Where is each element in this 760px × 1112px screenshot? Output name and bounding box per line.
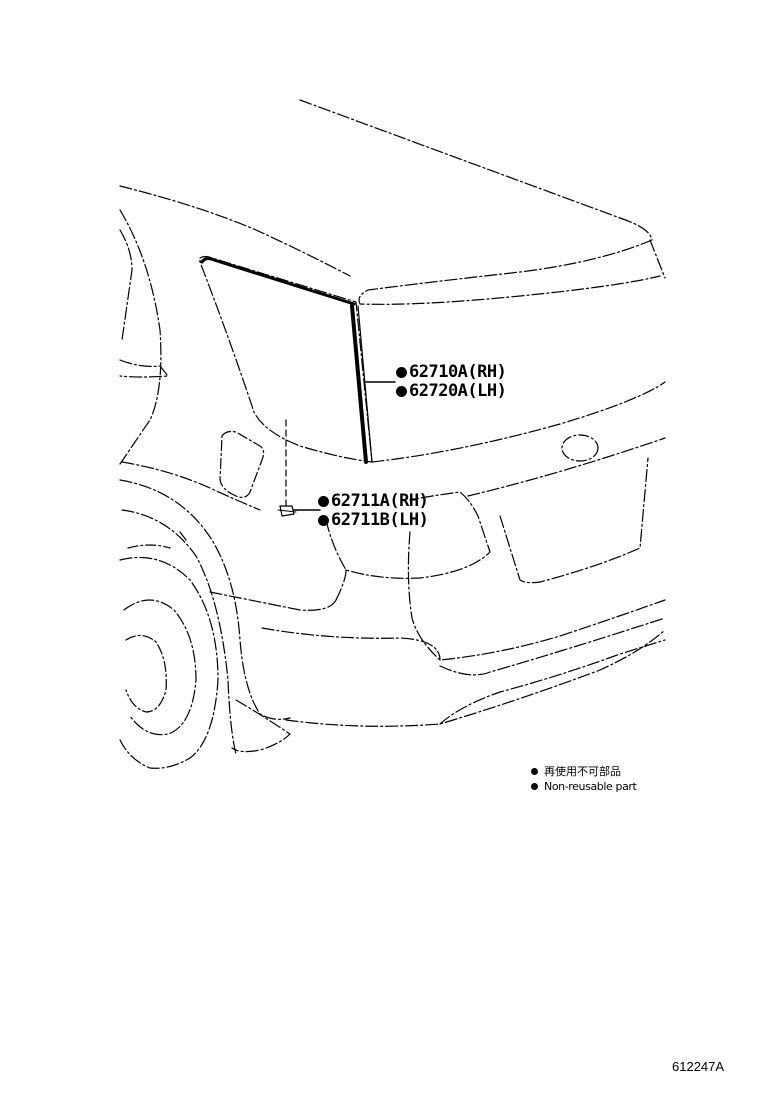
lamp-vertical-line [407,531,666,661]
legend-item-japanese: 再使用不可部品 [531,763,621,779]
bumper-lower [439,639,666,725]
callout-quarter-window-moulding-lh[interactable]: 62720A(LH) [396,381,507,401]
tire-wheel [123,599,197,736]
wheel-arch-inner [121,509,237,755]
diagram-id: 612247A [672,1059,725,1074]
roof-line [299,99,621,219]
filled-dot-icon [531,768,538,775]
rear-spoiler [358,217,661,305]
non-reusable-dot-icon [396,386,407,397]
tailgate-lower-line [467,437,666,497]
tire-outer [119,556,219,769]
callout-clip-lh[interactable]: 62711B(LH) [318,510,429,530]
part-number: 62710A(RH) [409,362,507,382]
non-reusable-dot-icon [318,515,329,526]
tailgate-upper [371,381,666,463]
side-body-line [209,591,337,611]
tire-hub [125,634,167,713]
spoiler-edge [649,239,666,279]
non-reusable-dot-icon [396,367,407,378]
bumper-step [439,617,666,676]
quarter-window-moulding-vertical [350,304,368,464]
c-pillar-line [119,209,162,465]
lower-body-line [261,627,441,661]
fuel-lid [219,430,265,498]
mudguard [231,699,291,753]
legend-text: 再使用不可部品 [544,765,621,778]
non-reusable-dot-icon [318,496,329,507]
rear-door-window [119,359,169,378]
rear-door-edge [119,229,133,341]
filled-dot-icon [531,783,538,790]
side-body-line-2 [335,569,347,601]
legend-text: Non-reusable part [544,780,637,793]
part-number: 62711B(LH) [331,510,429,530]
body-shoulder-line [121,461,261,511]
part-number: 62711A(RH) [331,491,429,511]
license-plate-recess [499,457,649,584]
wheel-arch [119,479,291,720]
callout-clip-rh[interactable]: 62711A(RH) [318,491,429,511]
rear-lamp [325,491,491,579]
rear-emblem [561,434,599,462]
roof-side-line [119,185,351,277]
rear-bumper [285,629,666,727]
part-number: 62720A(LH) [409,381,507,401]
callout-quarter-window-moulding-rh[interactable]: 62710A(RH) [396,362,507,382]
legend-item-english: Non-reusable part [531,780,637,793]
clip-shape [279,505,295,517]
quarter-window-moulding [200,256,356,306]
